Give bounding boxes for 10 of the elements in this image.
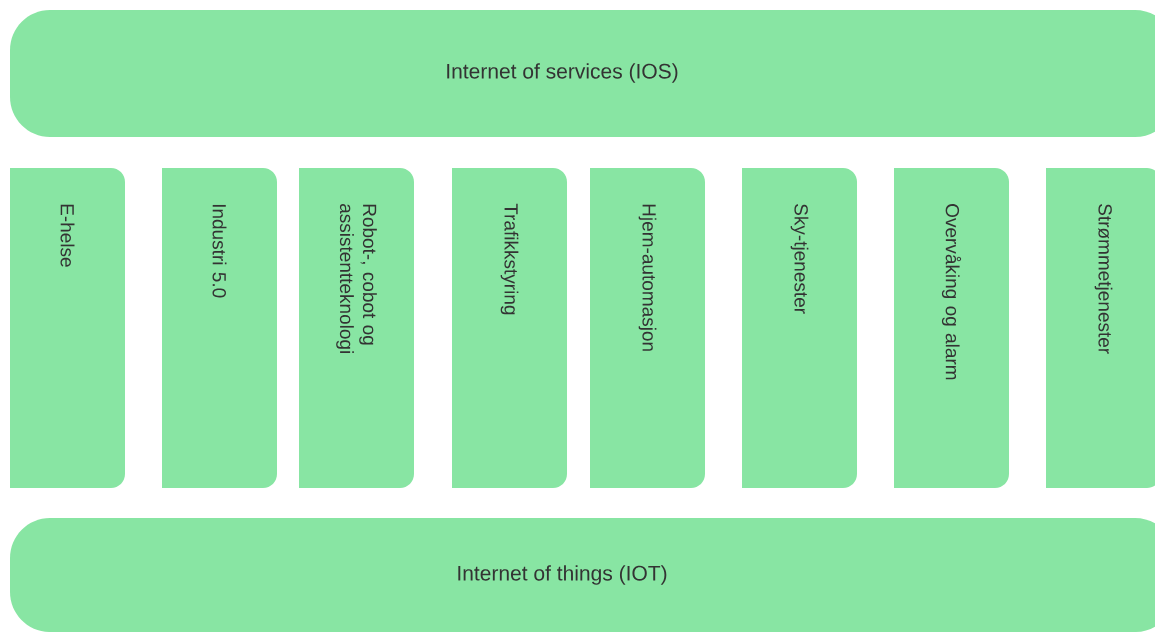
- band: Internet of things (IOT): [10, 518, 1155, 632]
- column-box: Industri 5.0: [162, 168, 277, 488]
- column-box: Overvåking og alarm: [894, 168, 1009, 488]
- column-box: Hjem-automasjon: [590, 168, 705, 488]
- column-box: Trafikkstyring: [452, 168, 567, 488]
- column-box: Sky-tjenester: [742, 168, 857, 488]
- band: Internet of services (IOS): [10, 10, 1155, 137]
- column-box: E-helse: [10, 168, 125, 488]
- column-box: Robot-, cobot og assistentteknologi: [299, 168, 414, 488]
- column-box: Strømmetjenester: [1046, 168, 1155, 488]
